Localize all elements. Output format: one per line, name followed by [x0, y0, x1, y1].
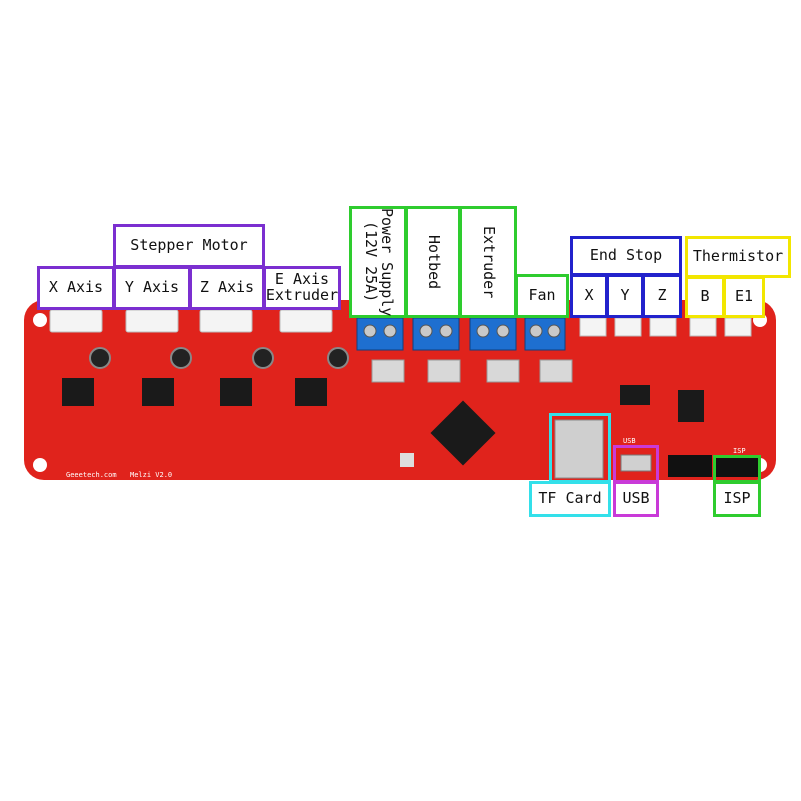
hotbed-label: Hotbed — [405, 206, 461, 318]
tf-card-label: TF Card — [529, 481, 611, 517]
z-axis-text: Z Axis — [199, 278, 255, 297]
stepper-motor-label: Stepper Motor — [113, 224, 265, 268]
z-axis-label: Z Axis — [189, 266, 265, 310]
tf-card-pointer — [549, 413, 611, 483]
thermistor-b-label: B — [685, 276, 725, 318]
tf-card-text: TF Card — [538, 489, 602, 508]
end-stop-z-label: Z — [642, 274, 682, 318]
isp-label: ISP — [713, 481, 761, 517]
terminal-screws — [363, 324, 561, 338]
power-supply-label: Power Supply (12V 25A) — [349, 206, 407, 318]
ftdi-chip — [620, 385, 650, 405]
silk-usb: USB — [623, 437, 636, 445]
thermistor-text: Thermistor — [692, 247, 784, 266]
usb-port — [620, 454, 652, 472]
usb-label: USB — [613, 481, 659, 517]
mounting-hole — [33, 313, 47, 327]
e-axis-text: E Axis — [274, 270, 330, 289]
x-axis-label: X Axis — [37, 266, 115, 310]
thermistor-e1-label: E1 — [723, 276, 765, 318]
end-stop-y-text: Y — [620, 286, 630, 305]
thermistor-label: Thermistor — [685, 236, 791, 278]
usb-text: USB — [622, 489, 650, 508]
end-stop-z-text: Z — [657, 286, 667, 305]
eeprom-chip — [678, 390, 704, 422]
sensor-connectors — [579, 317, 752, 337]
power-supply-text: Power Supply (12V 25A) — [362, 207, 396, 317]
e-axis-label: E Axis Extruder — [263, 266, 341, 310]
end-stop-label: End Stop — [570, 236, 682, 276]
pin-headers — [668, 455, 758, 477]
fan-text: Fan — [528, 286, 556, 305]
extruder-label: Extruder — [459, 206, 517, 318]
stepper-motor-text: Stepper Motor — [130, 236, 248, 255]
fan-label: Fan — [515, 274, 569, 318]
usb-pointer — [613, 445, 659, 483]
e-axis-extruder-text: Extruder — [265, 286, 339, 304]
silk-model: Melzi V2.0 — [130, 471, 172, 479]
tf-card-slot — [554, 419, 604, 479]
extruder-text: Extruder — [479, 225, 498, 299]
end-stop-text: End Stop — [589, 246, 663, 265]
end-stop-x-text: X — [584, 286, 594, 305]
end-stop-x-label: X — [570, 274, 608, 318]
stepper-driver-chips — [62, 378, 327, 406]
end-stop-y-label: Y — [606, 274, 644, 318]
microcontroller-chip — [430, 400, 496, 466]
mounting-hole — [33, 458, 47, 472]
trim-pot — [400, 453, 414, 467]
y-axis-text: Y Axis — [124, 278, 180, 297]
stepper-connectors — [49, 309, 333, 333]
silk-brand: Geeetech.com — [66, 471, 117, 479]
mosfet-heatsinks — [371, 359, 573, 383]
x-axis-text: X Axis — [48, 278, 104, 297]
isp-text: ISP — [723, 489, 751, 508]
isp-pointer — [713, 455, 761, 483]
silk-isp: ISP — [733, 447, 746, 455]
capacitors — [89, 347, 349, 369]
thermistor-b-text: B — [700, 287, 710, 306]
y-axis-label: Y Axis — [113, 266, 191, 310]
hotbed-text: Hotbed — [424, 234, 443, 290]
thermistor-e1-text: E1 — [734, 287, 754, 306]
